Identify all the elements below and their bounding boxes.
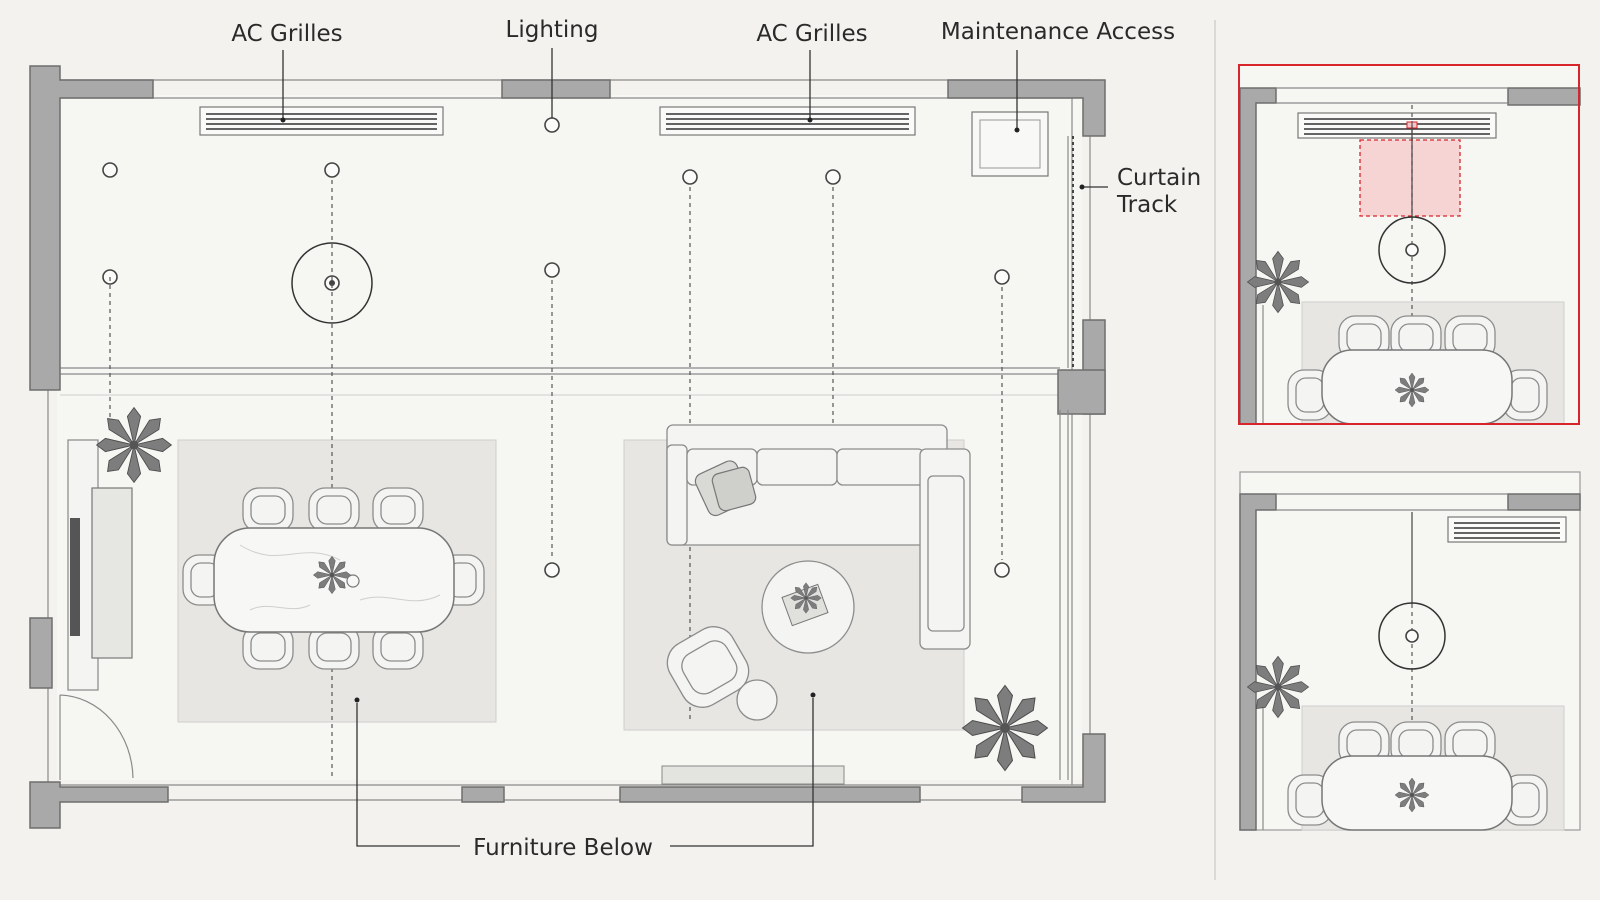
plant-left: [96, 407, 172, 483]
maintenance-access-panel: [971, 111, 1049, 177]
detail-view-conflict: [1238, 64, 1581, 425]
detail-view-resolved: [1239, 471, 1581, 831]
label-track: Track: [1116, 192, 1178, 218]
callouts: [280, 48, 1108, 847]
sectional-sofa: [666, 424, 971, 650]
label-ac-grilles-right: AC Grilles: [756, 21, 867, 47]
highlight-frame: [1238, 64, 1580, 425]
conflict-zone: [1359, 139, 1461, 217]
plant-right: [961, 684, 1049, 772]
tv-console: [661, 765, 845, 785]
ac-grille-left: [199, 106, 444, 136]
label-maintenance-access: Maintenance Access: [941, 19, 1175, 45]
curtain-track: [1067, 136, 1074, 368]
sideboard: [67, 439, 133, 691]
main-floor-plan: [29, 65, 1106, 829]
label-ac-grilles-left: AC Grilles: [231, 21, 342, 47]
entry-door: [59, 694, 134, 780]
ceiling-lights: [102, 117, 1010, 578]
pendant-light: [291, 242, 373, 324]
label-curtain: Curtain: [1117, 165, 1201, 191]
ac-grille-detail-bottom: [1447, 516, 1567, 543]
label-furniture-below: Furniture Below: [473, 835, 653, 861]
armchair: [666, 626, 778, 721]
dining-table-set: [182, 487, 485, 670]
ac-grille-detail-top: [1297, 112, 1497, 139]
walls: [29, 65, 1106, 829]
coffee-table: [761, 560, 855, 654]
label-lighting: Lighting: [506, 17, 599, 43]
ac-grille-right: [659, 106, 916, 136]
